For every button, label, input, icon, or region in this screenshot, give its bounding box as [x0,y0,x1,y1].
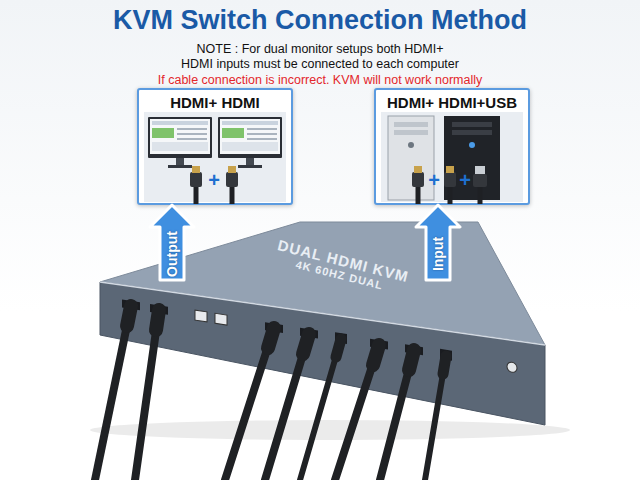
cable [225,328,274,480]
usb-port [335,332,347,344]
usb-cable [478,186,483,204]
screen-table [222,142,278,151]
scene-panel [144,112,286,202]
hdmi-tip [192,166,200,173]
hdmi-cable [230,186,235,204]
power-button [408,142,414,148]
box-heading: HDMI+ HDMI+USB [376,94,528,111]
hdmi-tip [414,166,422,173]
screen-line [247,133,277,135]
power-button [469,142,475,148]
monitor-bezel [148,117,212,158]
hdmi-plug [444,172,456,187]
monitor-screen [150,119,210,154]
pc-tower [388,116,434,200]
connection-box: HDMI+ HDMI+USB [374,88,530,205]
monitor-bezel [218,117,282,158]
usb-port [440,349,452,361]
computer-scene [381,112,523,204]
cable-plug [127,306,131,326]
monitor-screen [220,119,280,154]
cable-bundle [95,306,446,480]
diagram-title: KVM Switch Connection Method [113,5,527,36]
usb-plug [473,174,487,187]
hdmi-port [122,299,140,310]
screen-line [177,128,207,130]
cable-plug [303,334,309,354]
monitor-scene [144,112,286,204]
drive-slot [394,130,428,135]
screen-table [152,142,208,151]
screen-chart [222,128,244,138]
pc-tower [444,116,500,200]
cable-plug [373,345,379,365]
screen-bar [152,121,208,125]
connection-box: HDMI+ HDMI [137,88,293,205]
flow-arrow [416,205,460,280]
usb-port [195,310,207,322]
hdmi-tip [446,166,454,173]
note-text: NOTE : For dual monitor setups both HDMI… [130,42,510,72]
cable [95,306,131,480]
hdmi-plug [190,172,202,187]
screen-bar [222,121,278,125]
flow-arrow [150,205,194,280]
hdmi-cable [416,186,421,204]
cable [265,334,309,480]
monitor-base [238,165,262,168]
drive-slot [452,122,492,127]
cable [335,345,379,480]
arrow-shape [416,205,460,280]
cable [300,339,341,480]
hdmi-port [150,304,168,315]
cable-plug [409,350,414,370]
drive-slot [394,122,428,127]
screen-line [247,128,277,130]
scene-panel [381,112,523,202]
hdmi-port [265,322,283,333]
hdmi-plug [412,172,424,187]
arrow-shape [150,205,194,280]
box-heading: HDMI+ HDMI [139,94,291,111]
hdmi-tip [228,166,236,173]
screen-line [177,133,207,135]
monitor-stand [176,158,184,165]
screen-chart [152,128,174,138]
hdmi-cable [194,186,199,204]
kvm-switch: DUAL HDMI KVM4K 60HZ DUAL [100,280,545,425]
device-edge [100,282,545,345]
warning-text: If cable connection is incorrect. KVM wi… [158,73,482,88]
cable-plug [336,339,341,357]
device-outline [100,280,545,425]
hdmi-cable [448,186,453,204]
hdmi-port [300,328,318,339]
drive-slot [452,130,492,135]
cable [425,356,446,480]
cable-plug [156,310,159,330]
screen-line [247,138,277,140]
monitor-base [168,165,192,168]
cable [135,310,159,480]
screen-line [177,138,207,140]
hdmi-port [405,344,423,355]
hdmi-port [370,339,388,350]
cable-plug [268,328,274,348]
port-row [122,298,517,373]
usb-tip [475,166,485,174]
monitor-stand [246,158,254,165]
cable-plug [443,356,446,374]
device-shadow [90,420,570,440]
usb-port [215,313,227,325]
hdmi-plug [226,172,238,187]
power-port [507,361,517,373]
device-front [100,282,545,425]
cable [380,350,414,480]
